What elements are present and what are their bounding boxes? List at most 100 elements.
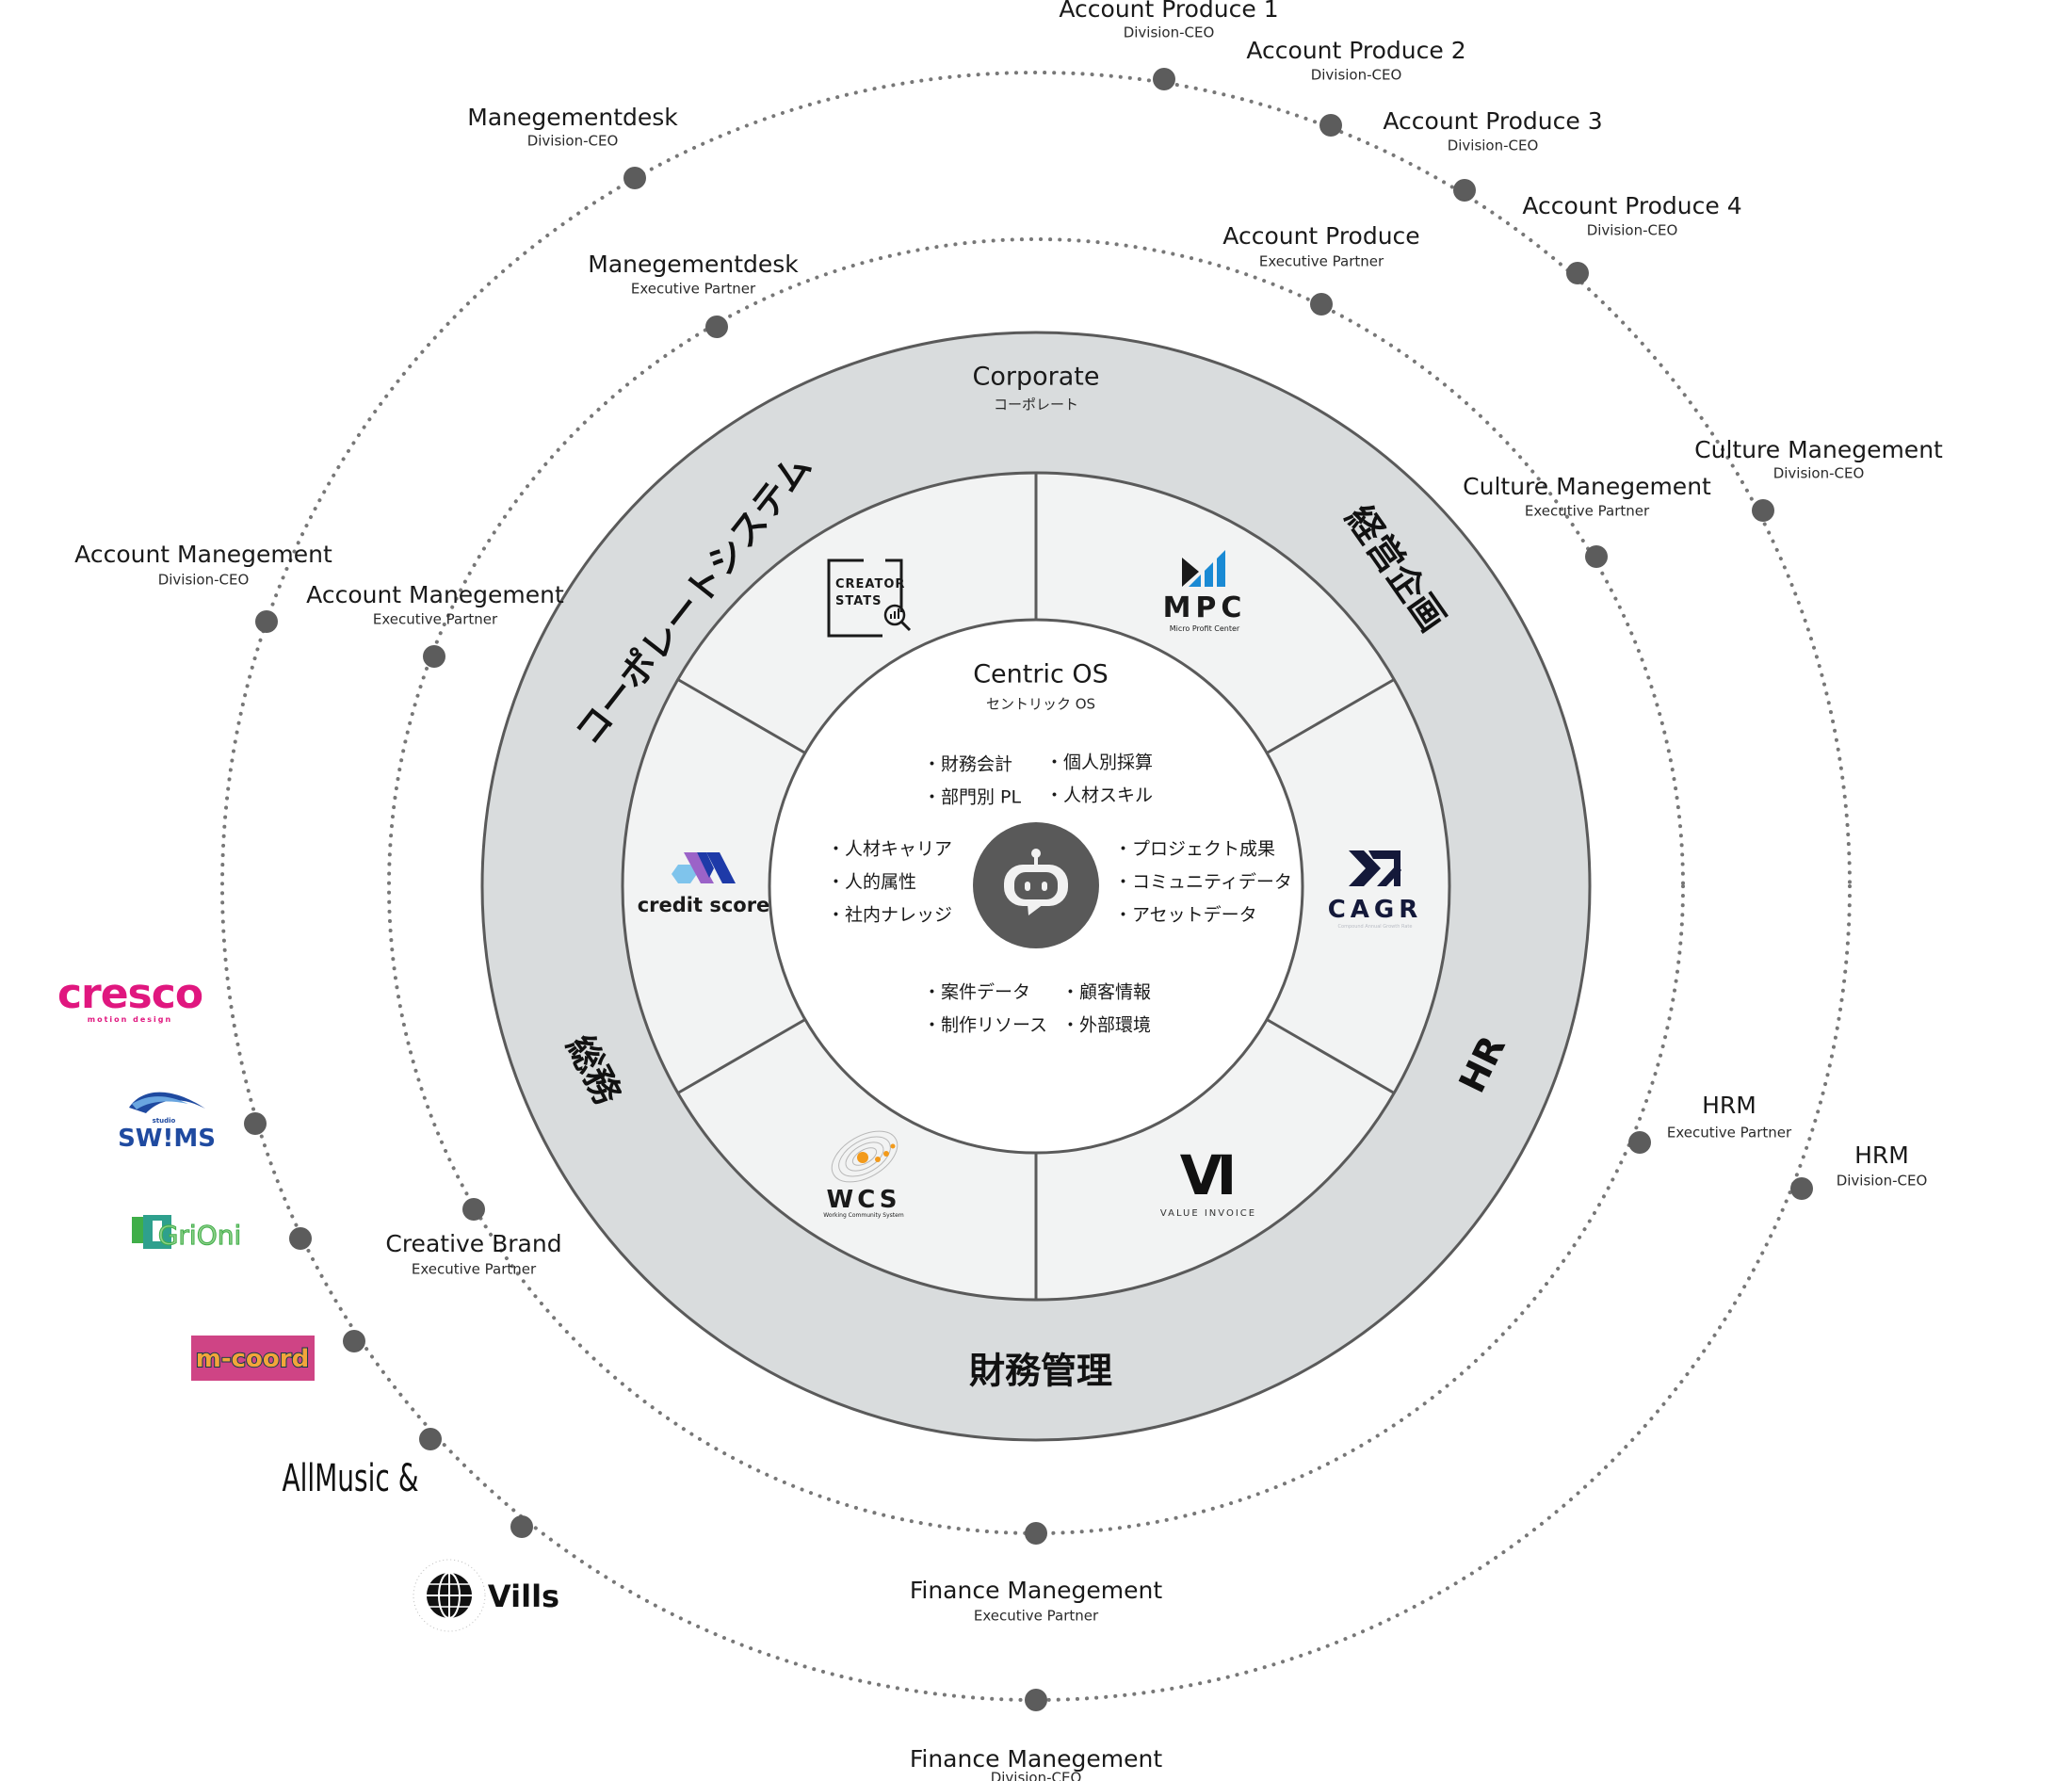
node-title: Account Manegement [74, 541, 332, 568]
svg-text:MPC: MPC [1163, 591, 1247, 624]
node-dot[interactable] [423, 645, 445, 668]
node-title: Account Produce 1 [1059, 0, 1278, 23]
node-role: Division-CEO [1124, 24, 1215, 41]
brand-node-dot[interactable] [419, 1428, 442, 1450]
data-item: ・案件データ [923, 982, 1030, 1003]
sector-divider [1266, 678, 1395, 754]
data-item: ・プロジェクト成果 [1114, 839, 1275, 860]
division-ceo-orbit [220, 71, 1852, 1702]
data-group-bottom-left: ・案件データ ・制作リソース [923, 982, 1047, 1036]
svg-text:credit score: credit score [638, 894, 770, 916]
robot-chat-icon [973, 822, 1099, 948]
svg-text:Micro Profit Center: Micro Profit Center [1170, 624, 1240, 633]
credit-score-logo: credit score [638, 852, 770, 916]
data-item: ・コミュニティデータ [1114, 872, 1292, 893]
svg-text:studio: studio [153, 1117, 176, 1125]
node-role: Executive Partner [373, 611, 498, 628]
node-dot[interactable] [623, 167, 646, 189]
node-role: Executive Partner [1525, 503, 1650, 520]
svg-text:CAGR: CAGR [1328, 896, 1423, 924]
svg-text:Working Community System: Working Community System [823, 1212, 904, 1219]
node-dot[interactable] [1752, 499, 1774, 522]
creator-stats-logo: CREATOR STATS [827, 559, 912, 638]
node-title: Account Produce 2 [1246, 37, 1465, 64]
data-item: ・アセットデータ [1114, 905, 1257, 926]
division-ceo-node[interactable]: Account Produce 2 Division-CEO [1246, 37, 1466, 137]
node-dot[interactable] [255, 610, 278, 633]
node-title: Account Produce [1222, 222, 1419, 250]
node-dot[interactable] [705, 316, 728, 338]
node-role: Executive Partner [412, 1261, 537, 1278]
node-title: Creative Brand [385, 1230, 561, 1257]
node-role: Division-CEO [527, 133, 619, 150]
node-dot[interactable] [1025, 1522, 1047, 1545]
svg-text:Vills: Vills [488, 1579, 559, 1614]
data-group-right: ・プロジェクト成果 ・コミュニティデータ ・アセットデータ [1114, 839, 1292, 926]
node-role: Division-CEO [991, 1770, 1082, 1781]
cresco-logo: cresco motion design [57, 970, 203, 1024]
cagr-logo: CAGR Compound Annual Growth Rate [1328, 850, 1423, 930]
data-item: ・顧客情報 [1061, 982, 1151, 1003]
studio-swims-logo: studio SW!MS [118, 1092, 216, 1153]
node-role: Division-CEO [1448, 138, 1539, 154]
node-dot[interactable] [1153, 68, 1175, 90]
sector-divider [677, 1018, 806, 1094]
brand-node-dot[interactable] [343, 1330, 365, 1352]
data-item: ・人材スキル [1045, 785, 1153, 806]
svg-text:AllMusic &: AllMusic & [282, 1457, 418, 1500]
svg-text:m-coord: m-coord [196, 1345, 309, 1373]
node-role: Executive Partner [631, 281, 756, 298]
ring-label-finance: 財務管理 [969, 1351, 1112, 1392]
svg-text:WCS: WCS [827, 1186, 901, 1214]
sector-dividers [677, 473, 1395, 1300]
centric-os-title: Centric OS [973, 660, 1109, 689]
node-title: HRM [1854, 1141, 1909, 1169]
node-role: Division-CEO [1311, 67, 1402, 84]
node-role: Executive Partner [974, 1608, 1099, 1625]
brand-node-dot[interactable] [244, 1112, 267, 1135]
data-group-top-right: ・個人別採算 ・人材スキル [1045, 753, 1153, 806]
data-item: ・外部環境 [1061, 1015, 1151, 1036]
corporate-subtitle: コーポレート [994, 397, 1078, 413]
node-dot[interactable] [1310, 293, 1333, 316]
node-dot[interactable] [1585, 545, 1608, 568]
node-dot[interactable] [1453, 179, 1476, 202]
data-item: ・人的属性 [827, 872, 916, 893]
node-dot[interactable] [1628, 1131, 1651, 1154]
brand-node-dot[interactable] [510, 1515, 533, 1538]
node-dot[interactable] [462, 1198, 485, 1221]
node-dot[interactable] [1566, 262, 1589, 284]
node-role: Division-CEO [1773, 465, 1865, 482]
node-dot[interactable] [1319, 114, 1342, 137]
brand-node-dot[interactable] [289, 1227, 312, 1250]
data-item: ・財務会計 [923, 754, 1012, 775]
data-group-top-left: ・財務会計 ・部門別 PL [923, 754, 1021, 808]
node-role: Executive Partner [1667, 1125, 1792, 1141]
svg-text:Compound Annual Growth Rate: Compound Annual Growth Rate [1338, 924, 1413, 930]
data-item: ・制作リソース [923, 1015, 1047, 1036]
sector-divider [677, 678, 806, 754]
svg-text:STATS: STATS [835, 594, 882, 608]
node-title: Finance Manegement [910, 1577, 1163, 1604]
node-dot[interactable] [1790, 1177, 1813, 1200]
node-dot[interactable] [1025, 1689, 1047, 1711]
svg-text:GriOni: GriOni [158, 1220, 242, 1251]
node-title: Manegementdesk [588, 251, 799, 278]
node-title: Account Manegement [306, 581, 564, 608]
